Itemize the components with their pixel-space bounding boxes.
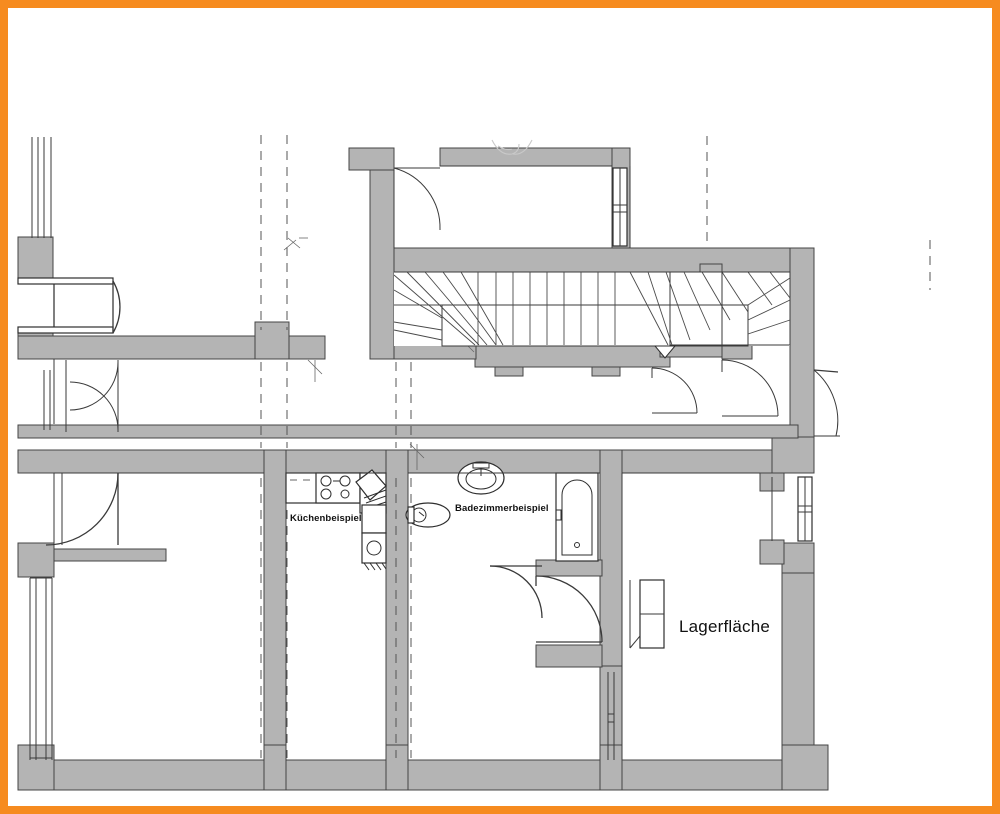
entry-basin-icon bbox=[491, 139, 533, 155]
wash-basin-icon bbox=[457, 461, 505, 495]
wall-vertical-bath-right bbox=[599, 449, 623, 667]
stair-direction-arrow-icon bbox=[653, 345, 677, 359]
room-label-storage: Lagerfläche bbox=[679, 617, 771, 636]
wall-above-stair bbox=[393, 247, 815, 273]
door-hall-top bbox=[393, 167, 441, 231]
wall-left-upper-jamb bbox=[17, 236, 54, 281]
kitchen-fixtures bbox=[285, 469, 387, 571]
door-storage bbox=[535, 575, 603, 643]
room-label-bathroom: Badezimmerbeispiel bbox=[455, 503, 549, 514]
window-bottom-mid bbox=[607, 672, 615, 760]
bathroom-fixtures bbox=[405, 461, 599, 562]
washing-machine-icon bbox=[361, 532, 387, 564]
wall-vertical-hall-left bbox=[369, 147, 395, 360]
door-left-double bbox=[65, 360, 119, 432]
wall-vertical-kitchen-right bbox=[385, 449, 409, 761]
wall-middle-left bbox=[17, 449, 285, 474]
wall-top-entry bbox=[439, 147, 631, 167]
kitchen-cabinet bbox=[361, 504, 387, 534]
wall-right-outer-lower-head bbox=[781, 542, 815, 574]
wall-middle-right-thick bbox=[771, 436, 815, 474]
stair-treads-right bbox=[629, 271, 791, 346]
toilet-icon bbox=[405, 502, 451, 528]
stair-treads-left bbox=[393, 271, 504, 346]
staircase bbox=[393, 271, 791, 359]
door-left-entry bbox=[17, 277, 121, 334]
kitchen-base-hatch bbox=[362, 562, 387, 571]
door-stair-right bbox=[721, 359, 779, 417]
window-top-right bbox=[612, 167, 628, 247]
wall-stair-landing-nib-b bbox=[591, 366, 621, 377]
wall-stair-landing bbox=[474, 344, 671, 368]
wall-right-corridor-stub bbox=[721, 344, 753, 360]
door-stair-left bbox=[651, 367, 698, 414]
wall-stair-landing-nib-a bbox=[494, 366, 524, 377]
windows-group bbox=[29, 137, 813, 760]
door-storage-panel bbox=[629, 579, 665, 649]
wall-middle-upper-band bbox=[17, 424, 799, 439]
wall-storage-door-nib-bottom bbox=[535, 644, 603, 668]
window-right-upper bbox=[771, 476, 813, 542]
door-right-exterior bbox=[813, 369, 840, 437]
wall-mass-group bbox=[17, 147, 829, 791]
stair-inner-well bbox=[441, 304, 749, 347]
stair-outline bbox=[394, 271, 791, 346]
room-label-kitchen: Küchenbeispiel bbox=[290, 513, 362, 524]
wall-bottom-pilaster-b bbox=[385, 744, 409, 791]
window-left-lower bbox=[29, 577, 53, 760]
stair-treads-middle bbox=[477, 272, 616, 345]
wall-bottom-right-pilaster bbox=[781, 744, 829, 791]
door-left-lower bbox=[45, 472, 119, 546]
wall-corridor-upper-left bbox=[17, 335, 273, 360]
wall-corridor-upper-mid bbox=[288, 335, 326, 360]
wall-bottom-pilaster-a bbox=[263, 744, 287, 791]
door-bathroom bbox=[489, 565, 543, 619]
wall-storage-door-nib-top bbox=[535, 559, 603, 577]
wall-right-hall-vertical bbox=[789, 247, 815, 439]
wall-pilaster-upper-a bbox=[254, 321, 290, 360]
window-left-mid bbox=[43, 370, 51, 430]
wall-bottom-pilaster-c bbox=[599, 744, 623, 791]
wall-left-lower-jamb bbox=[17, 542, 55, 578]
wall-left-stub-horizontal bbox=[53, 548, 167, 562]
wall-bottom-outer bbox=[17, 759, 829, 791]
room-outlines bbox=[53, 165, 790, 760]
wall-top-hall-left-return bbox=[348, 147, 395, 171]
wall-right-outer-lower bbox=[781, 542, 815, 764]
wall-vertical-left-partition bbox=[263, 449, 287, 761]
window-left-upper bbox=[31, 137, 52, 238]
wall-right-window-jamb-lower bbox=[759, 539, 785, 565]
bathtub-icon bbox=[555, 472, 599, 562]
doors-group bbox=[17, 167, 840, 649]
